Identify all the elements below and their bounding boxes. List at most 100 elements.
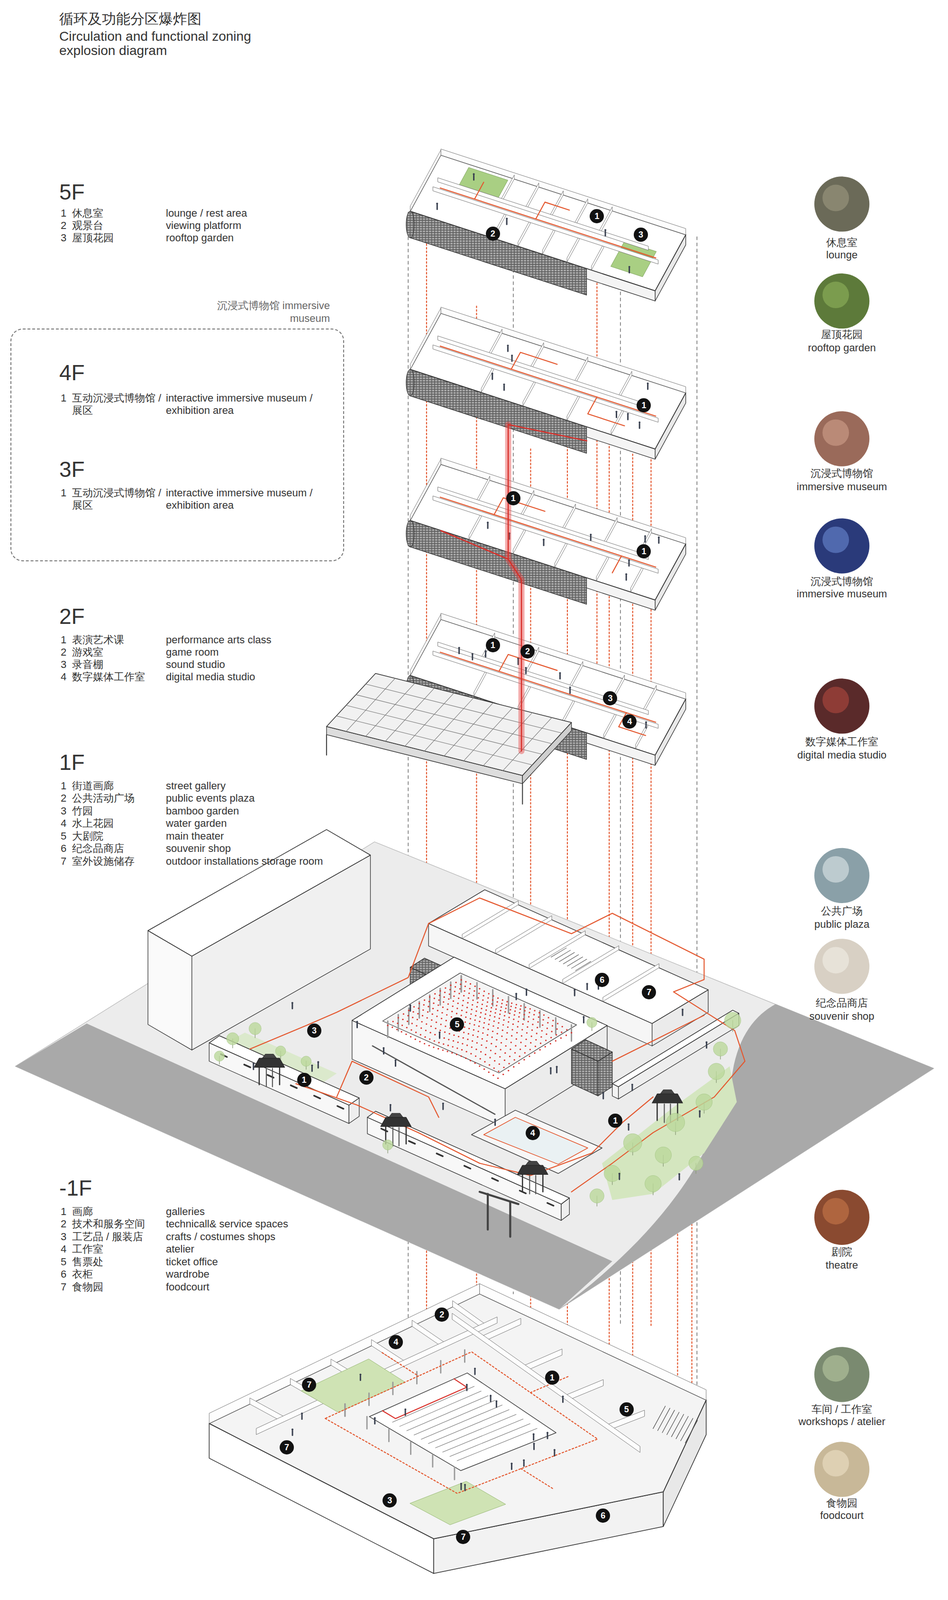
wall bbox=[522, 379, 536, 406]
canopy-light bbox=[550, 1036, 552, 1039]
canopy-light bbox=[530, 1035, 533, 1037]
stair-step bbox=[657, 1407, 671, 1431]
person-head bbox=[705, 1040, 708, 1043]
canopy-light bbox=[464, 1057, 467, 1059]
canopy-light bbox=[448, 993, 451, 995]
item-name-en: wardrobe bbox=[165, 1267, 342, 1281]
canopy-light bbox=[461, 1042, 464, 1045]
canopy-light bbox=[492, 1030, 494, 1032]
canopy-light bbox=[515, 1038, 518, 1040]
wall bbox=[476, 475, 490, 504]
seating-step bbox=[399, 1390, 482, 1427]
wall bbox=[554, 540, 567, 568]
wall bbox=[479, 1283, 707, 1400]
column bbox=[344, 1403, 346, 1417]
canopy-light bbox=[444, 1025, 447, 1027]
wall bbox=[562, 503, 576, 532]
front-wall-front bbox=[367, 1117, 562, 1221]
canopy-light bbox=[483, 1026, 485, 1029]
canopy-light bbox=[420, 1027, 422, 1029]
photo-thumbnail bbox=[814, 847, 870, 903]
canopy-light bbox=[483, 1068, 485, 1070]
canopy-light bbox=[451, 1005, 454, 1007]
person-body bbox=[583, 1017, 585, 1023]
canopy-light bbox=[496, 1032, 499, 1035]
water-pool bbox=[483, 1117, 588, 1165]
canopy-light bbox=[455, 1053, 458, 1056]
canopy-light bbox=[421, 1014, 424, 1017]
callout-number: 2 bbox=[434, 1307, 449, 1322]
column bbox=[388, 1429, 390, 1442]
canopy-light bbox=[419, 1040, 421, 1042]
canopy-light bbox=[396, 1028, 398, 1031]
wall bbox=[432, 495, 658, 574]
canopy-light bbox=[429, 1031, 431, 1034]
circulation-route bbox=[535, 201, 570, 219]
canopy-light bbox=[465, 1050, 468, 1053]
item-number: 2 bbox=[60, 646, 67, 659]
column bbox=[507, 996, 510, 1013]
person-body bbox=[373, 1419, 376, 1424]
canopy-light bbox=[479, 1016, 482, 1018]
canopy-light bbox=[468, 987, 471, 990]
canopy-light bbox=[505, 1003, 508, 1006]
canopy-light bbox=[493, 1059, 496, 1062]
item-name-en: viewing platform bbox=[165, 219, 342, 232]
item-name-zh: 室外设施储存 bbox=[72, 855, 163, 868]
stair-step bbox=[555, 949, 571, 959]
floor-heading: -1F bbox=[59, 1176, 92, 1199]
person-head bbox=[484, 649, 487, 652]
canopy-light bbox=[555, 1039, 557, 1042]
canopy-light bbox=[510, 1034, 513, 1037]
canopy-light bbox=[464, 980, 467, 983]
wall bbox=[437, 177, 649, 251]
canopy-light bbox=[476, 1041, 478, 1044]
person-body bbox=[510, 1464, 513, 1470]
canopy-light bbox=[537, 1016, 540, 1018]
person-head bbox=[628, 559, 630, 562]
canopy-light bbox=[486, 1001, 489, 1003]
canopy-light bbox=[512, 1023, 514, 1025]
floor-3f-slab bbox=[410, 464, 686, 600]
seating-step bbox=[420, 1404, 502, 1440]
person-body bbox=[317, 1063, 320, 1068]
canopy-light bbox=[455, 981, 457, 984]
wall bbox=[437, 336, 649, 409]
canopy-light bbox=[552, 1019, 554, 1021]
item-number: 1 bbox=[60, 779, 67, 793]
photo-highlight bbox=[822, 686, 849, 714]
canopy-light bbox=[471, 1003, 474, 1006]
circulation-route bbox=[325, 1351, 598, 1494]
canopy-light bbox=[519, 1041, 522, 1043]
person-body bbox=[569, 688, 571, 693]
canopy-light bbox=[483, 1060, 486, 1063]
photo-caption: 沉浸式博物馆 bbox=[810, 575, 874, 588]
canopy-light bbox=[392, 1020, 394, 1022]
person-body bbox=[464, 1485, 466, 1491]
person-body bbox=[590, 535, 592, 541]
wall bbox=[574, 356, 588, 385]
canopy-light bbox=[535, 1039, 537, 1041]
person-head bbox=[394, 1059, 397, 1062]
canopy-light bbox=[451, 1051, 453, 1054]
vertical-circulation bbox=[440, 530, 509, 559]
stage-outline bbox=[382, 1378, 467, 1419]
item-number: 6 bbox=[60, 1267, 67, 1281]
person-body bbox=[682, 1010, 684, 1016]
item-name-en: outdoor installations storage room bbox=[165, 855, 342, 868]
canopy-light bbox=[501, 1035, 503, 1037]
person-head bbox=[522, 1458, 525, 1461]
canopy-light bbox=[468, 1027, 470, 1030]
person-head bbox=[582, 1015, 585, 1018]
canopy-light bbox=[432, 1046, 435, 1048]
person-head bbox=[495, 1400, 498, 1403]
canopy-light bbox=[494, 1011, 496, 1014]
canopy-light bbox=[501, 1029, 504, 1031]
canopy-light bbox=[442, 1043, 445, 1045]
person-head bbox=[618, 1172, 621, 1175]
canopy-light bbox=[442, 1001, 445, 1003]
wall bbox=[410, 308, 441, 370]
item-name-en: interactive immersive museum / exhibitio… bbox=[165, 391, 342, 418]
canopy-top bbox=[326, 673, 572, 776]
canopy-light bbox=[515, 1003, 518, 1005]
